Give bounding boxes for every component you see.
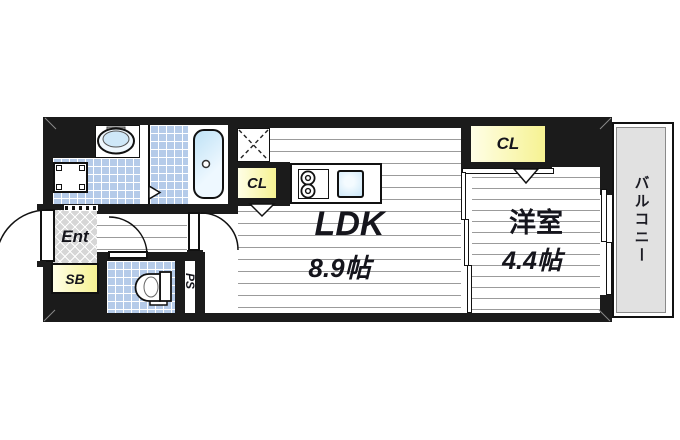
pan-corner <box>56 184 62 190</box>
ldk-label: LDK <box>238 205 461 243</box>
western-closet-door-line <box>462 168 554 174</box>
ldk-door-leaf <box>188 212 200 251</box>
sliding-partition-panel <box>467 265 472 313</box>
kitchen-sink <box>337 170 364 198</box>
stove-burner-center <box>304 174 312 182</box>
sliding-partition-panel <box>464 219 469 266</box>
western-room-size-label: 4.4帖 <box>468 244 596 275</box>
pipe-space-label: PS <box>182 267 198 295</box>
corner-miter <box>44 117 57 130</box>
entrance-threshold <box>64 205 98 211</box>
toilet-bowl <box>134 273 161 302</box>
western-room-label-text: 洋室 <box>509 207 563 238</box>
entrance-door-leaf <box>40 209 55 262</box>
western-closet-door-marker <box>512 168 540 185</box>
corner-miter <box>43 309 56 322</box>
wall-toilet-west <box>97 252 107 322</box>
entrance-door-arc <box>0 209 48 244</box>
pipe-space-area <box>185 261 195 313</box>
sliding-partition-panel <box>461 172 466 220</box>
toilet-door-arc <box>108 216 148 256</box>
pipe-space-label-text: PS <box>183 272 197 289</box>
ldk-door-arc <box>200 212 239 251</box>
toilet-tank <box>159 271 172 302</box>
wall-ldk-door-bottom <box>187 250 203 262</box>
washing-machine-pan <box>53 162 88 193</box>
entrance-label: Ent <box>53 226 97 248</box>
wall-right-upper <box>600 117 612 195</box>
shoe-box-label: SB <box>65 270 85 287</box>
wall-ldk-door-top <box>187 204 202 213</box>
bathroom-door-marker <box>148 184 162 201</box>
ldk-size-label: 8.9帖 <box>228 250 451 283</box>
wall-washroom-south <box>45 204 238 214</box>
wall-below-shoebox <box>43 292 107 322</box>
western-closet: CL <box>471 126 545 162</box>
bathroom-door-strip <box>140 125 148 204</box>
ldk-size-text: 8.9帖 <box>308 252 371 283</box>
wall-toilet-ps-divider <box>175 261 185 313</box>
pan-corner <box>79 184 85 190</box>
bathtub-drain <box>201 159 211 169</box>
bathroom-door-line <box>148 125 150 204</box>
wall-toilet-north <box>97 252 205 261</box>
wall-right-lower <box>600 295 612 322</box>
stove-burner-center <box>304 187 312 195</box>
wall-ent-pillar-top <box>97 204 107 220</box>
ldk-label-text: LDK <box>314 204 385 243</box>
stove-burner <box>300 170 316 186</box>
entrance-label-text: Ent <box>61 227 89 246</box>
western-room-size-text: 4.4帖 <box>502 247 562 275</box>
western-room-floor <box>472 167 600 313</box>
kitchen-closet-door-marker <box>248 203 276 218</box>
wall-bottom <box>43 313 610 322</box>
kitchen-closet: CL <box>238 168 276 198</box>
balcony-window-pane <box>601 189 607 242</box>
entrance-floor <box>53 210 97 265</box>
western-closet-label: CL <box>496 134 520 153</box>
corner-miter <box>599 117 612 130</box>
western-room-label: 洋室 <box>472 204 600 238</box>
stove-burner <box>300 183 316 199</box>
washbasin-bowl <box>102 130 130 148</box>
balcony-window-pane <box>606 242 612 295</box>
pan-corner <box>79 165 85 171</box>
ldk-floor <box>238 128 461 313</box>
corner-miter <box>598 309 611 322</box>
entrance-door-hinge <box>37 204 46 210</box>
wall-ps-east <box>195 252 205 313</box>
hallway-floor <box>97 214 187 252</box>
entrance-door-hinge <box>37 261 46 267</box>
wall-corner-block <box>45 117 97 158</box>
balcony-deck: バルコニー <box>616 127 666 313</box>
pan-corner <box>56 165 62 171</box>
shoe-box: SB <box>51 263 99 294</box>
kitchen-closet-label: CL <box>247 174 267 192</box>
wall-left-upper <box>43 117 53 212</box>
toilet-bowl-inner <box>143 276 159 298</box>
wall-top <box>45 117 610 128</box>
balcony-label: バルコニー <box>632 175 650 265</box>
balcony: バルコニー <box>612 122 674 318</box>
